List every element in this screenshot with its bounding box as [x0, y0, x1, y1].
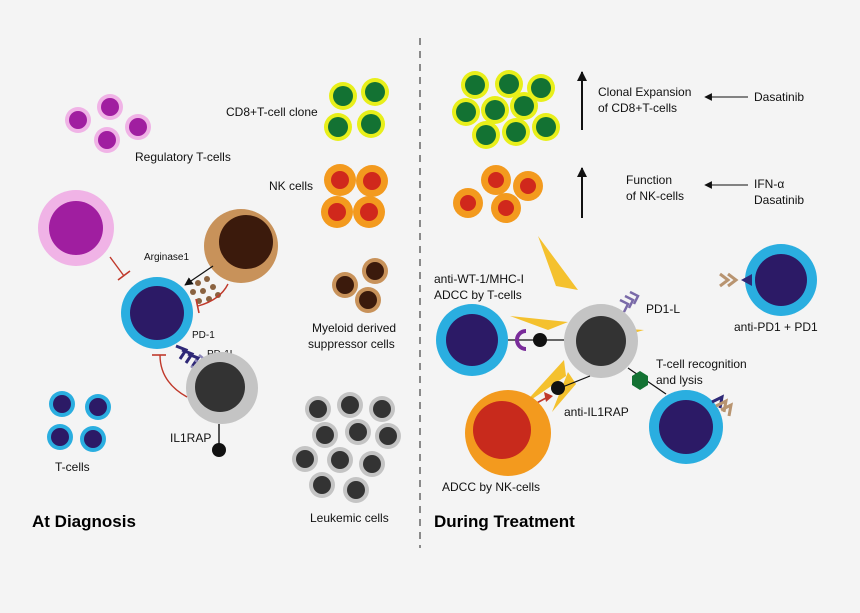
mdsc-label-line1: Myeloid derived [312, 321, 396, 335]
mdsc-label-line2: suppressor cells [308, 337, 395, 351]
clonal-expansion-line2: of CD8+T-cells [598, 101, 677, 115]
pd1-label: PD-1 [192, 330, 215, 341]
mdsc-cluster [332, 258, 388, 313]
arginase-label: Arginase1 [144, 252, 189, 263]
central-t-cell [121, 277, 193, 349]
leukemic-cells-cluster [292, 392, 401, 503]
anti-pd1-label: anti-PD1 + PD1 [734, 320, 818, 334]
central-leukemic-cell [564, 304, 638, 378]
t-cells-label: T-cells [55, 460, 90, 474]
nk-cells-label: NK cells [269, 179, 313, 193]
nk-cells-cluster-right [453, 165, 543, 223]
pd1-receptor-icon [175, 344, 201, 368]
adcc-nk-label: ADCC by NK-cells [442, 480, 540, 494]
right-section-title: During Treatment [434, 512, 575, 531]
anti-il1rap-label: anti-IL1RAP [564, 405, 629, 419]
pd1l-label-right: PD1-L [646, 302, 680, 316]
leukemic-label: Leukemic cells [310, 511, 389, 525]
t-cell-left-treatment [436, 304, 508, 376]
arginase-particles [190, 276, 221, 304]
anti-il1rap-antibody-icon [544, 392, 553, 402]
large-regulatory-t-cell [38, 190, 114, 266]
pd1-blocked-icon-lower [711, 394, 734, 417]
mdsc-to-tcell-arrow [184, 265, 214, 286]
mdsc-inhibition-line [197, 283, 229, 307]
il1rap-receptor-right-icon [551, 381, 565, 395]
t-cells-cluster [47, 391, 111, 452]
ifn-label: IFN-α [754, 177, 784, 191]
dasatinib-label-1: Dasatinib [754, 90, 804, 104]
clonal-expansion-line1: Clonal Expansion [598, 85, 691, 99]
il1rap-receptor-icon [212, 443, 226, 457]
anti-pd1-icon [719, 272, 752, 288]
pd1l-icon-right [619, 290, 640, 313]
left-section-title: At Diagnosis [32, 512, 136, 531]
expanded-cd8-cluster [452, 70, 560, 149]
function-line2: of NK-cells [626, 189, 684, 203]
tcell-recognition-line2: and lysis [656, 373, 703, 387]
treg-label: Regulatory T-cells [135, 150, 231, 164]
regulatory-t-cells-cluster [65, 94, 151, 153]
large-nk-cell [465, 390, 551, 476]
nk-cells-cluster [321, 164, 388, 228]
tcell-recognition-line1: T-cell recognition [656, 357, 747, 371]
t-cell-right-treatment [649, 390, 723, 464]
wt1-mhc-receptor-icon [515, 329, 527, 351]
function-line1: Function [626, 173, 672, 187]
cd8-clone-label: CD8+T-cell clone [226, 105, 318, 119]
leukemic-inhibition-line [159, 354, 188, 398]
t-cell-anti-pd1 [745, 244, 817, 316]
anti-wt1-line2: ADCC by T-cells [434, 288, 522, 302]
large-mdsc-cell [204, 209, 278, 283]
cd8-t-cell-clone-cluster [324, 78, 389, 141]
tcr-hexagon-icon [632, 371, 648, 390]
large-leukemic-cell-left [186, 352, 258, 424]
il1rap-label-left: IL1RAP [170, 431, 211, 445]
dasatinib-label-2: Dasatinib [754, 193, 804, 207]
wt1-antigen-icon [533, 333, 547, 347]
treg-inhibition-line [109, 256, 125, 277]
anti-wt1-line1: anti-WT-1/MHC-I [434, 272, 524, 286]
